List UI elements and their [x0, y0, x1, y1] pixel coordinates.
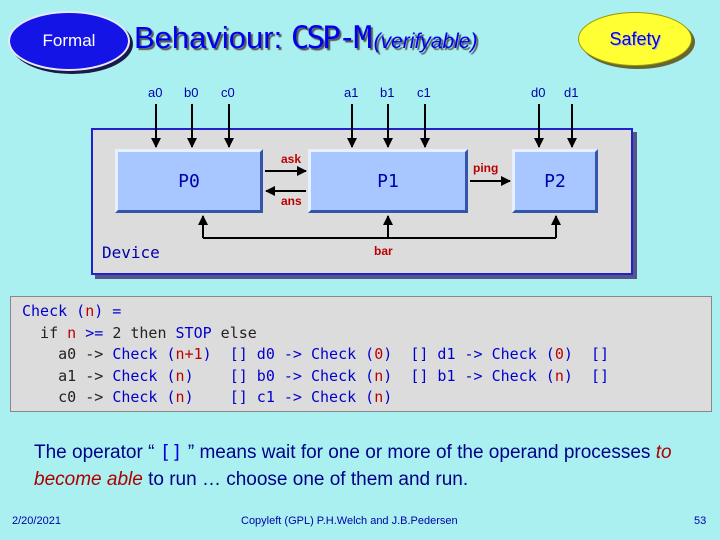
channel-label-bar: bar: [374, 244, 393, 258]
code-token: (: [67, 302, 86, 320]
code-token: Check: [112, 388, 158, 406]
code-token: Check: [112, 366, 158, 385]
caption-emphasis: to become able: [34, 442, 672, 490]
code-token: a1 ->: [22, 366, 113, 385]
code-token: n: [67, 323, 77, 342]
code-token: (: [157, 345, 176, 363]
code-token: (: [157, 366, 176, 385]
process-p2: P2: [512, 149, 598, 213]
channel-label-d0: d0: [531, 85, 546, 100]
code-token: ) [] c1 ->: [184, 388, 311, 406]
code-token: (: [356, 345, 375, 363]
code-token: (: [356, 388, 375, 406]
code-token: ): [383, 388, 393, 406]
caption: The operator “ [] ” means wait for one o…: [34, 439, 694, 493]
code-token: ) [] d0 ->: [202, 345, 311, 363]
code-token: STOP: [175, 323, 212, 342]
code-token: n: [175, 366, 185, 385]
device-label: Device: [102, 243, 160, 262]
code-token: n+1: [175, 345, 203, 363]
process-p0-label: P0: [178, 170, 200, 192]
code-token: (: [157, 388, 176, 406]
title-main: Behaviour:: [134, 20, 291, 55]
caption-part3: to run … choose one of them and run.: [142, 469, 469, 490]
code-token: (: [356, 366, 375, 385]
code-token: (: [536, 345, 555, 363]
formal-badge: Formal: [8, 11, 130, 71]
channel-label-ans: ans: [281, 194, 302, 208]
code-token: Check: [311, 366, 357, 385]
code-token: c0 ->: [22, 388, 113, 406]
code-token: ) =: [94, 302, 122, 320]
formal-badge-label: Formal: [42, 31, 96, 50]
code-token: Check: [311, 345, 357, 363]
footer-credit: Copyleft (GPL) P.H.Welch and J.B.Pederse…: [241, 515, 458, 527]
code-token: ) [] d1 ->: [383, 345, 492, 363]
code-token: 2: [112, 323, 122, 342]
code-token: else: [211, 323, 257, 342]
code-token: ) [] b1 ->: [383, 366, 492, 385]
channel-label-a1: a1: [344, 85, 359, 100]
channel-label-b1: b1: [380, 85, 395, 100]
code-token: n: [175, 388, 185, 406]
channel-label-a0: a0: [148, 85, 163, 100]
code-token: 0: [554, 345, 564, 363]
code-token: then: [121, 323, 176, 342]
channel-label-c1: c1: [417, 85, 431, 100]
code-token: a0 ->: [22, 345, 113, 363]
channel-label-d1: d1: [564, 85, 579, 100]
channel-label-ping: ping: [473, 161, 499, 175]
code-block: Check (n) = if n >= 2 then STOP else a0 …: [10, 296, 712, 412]
code-token: Check: [112, 345, 158, 363]
code-token: Check: [22, 302, 68, 320]
code-line: a1 -> Check (n) [] b0 -> Check (n) [] b1…: [22, 366, 711, 388]
footer-page-number: 53: [694, 515, 707, 527]
code-token: ) [] b0 ->: [184, 366, 311, 385]
caption-operator: []: [159, 441, 183, 463]
code-token: 0: [374, 345, 384, 363]
code-token: n: [554, 366, 564, 385]
channel-label-ask: ask: [281, 152, 302, 166]
process-p1-label: P1: [377, 170, 399, 192]
channel-label-b0: b0: [184, 85, 199, 100]
code-token: Check: [491, 345, 537, 363]
code-line: a0 -> Check (n+1) [] d0 -> Check (0) [] …: [22, 344, 711, 366]
code-token: n: [374, 366, 384, 385]
code-line: Check (n) =: [22, 301, 711, 323]
footer-date: 2/20/2021: [12, 515, 61, 527]
code-token: Check: [491, 366, 537, 385]
title-csp: CSP-M: [290, 20, 372, 56]
title-note: (verifyable): [373, 30, 478, 53]
code-token: ) []: [563, 366, 610, 385]
code-token: Check: [311, 388, 357, 406]
code-token: >=: [76, 323, 113, 342]
channel-label-c0: c0: [221, 85, 235, 100]
code-token: n: [374, 388, 384, 406]
safety-badge-label: Safety: [609, 28, 661, 49]
caption-part2: ” means wait for one or more of the oper…: [182, 442, 656, 463]
code-token: n: [85, 302, 95, 320]
code-token: ) []: [563, 345, 610, 363]
safety-badge: Safety: [578, 12, 692, 66]
code-line: c0 -> Check (n) [] c1 -> Check (n): [22, 387, 711, 409]
process-p1: P1: [308, 149, 468, 213]
process-p0: P0: [115, 149, 263, 213]
process-p2-label: P2: [544, 170, 566, 192]
slide-title: Behaviour: CSP-M (verifyable): [134, 20, 477, 56]
code-token: if: [22, 323, 68, 342]
code-line: if n >= 2 then STOP else: [22, 323, 711, 345]
caption-part1: The operator “: [34, 442, 160, 463]
channel-lines: [151, 104, 577, 239]
code-token: (: [536, 366, 555, 385]
